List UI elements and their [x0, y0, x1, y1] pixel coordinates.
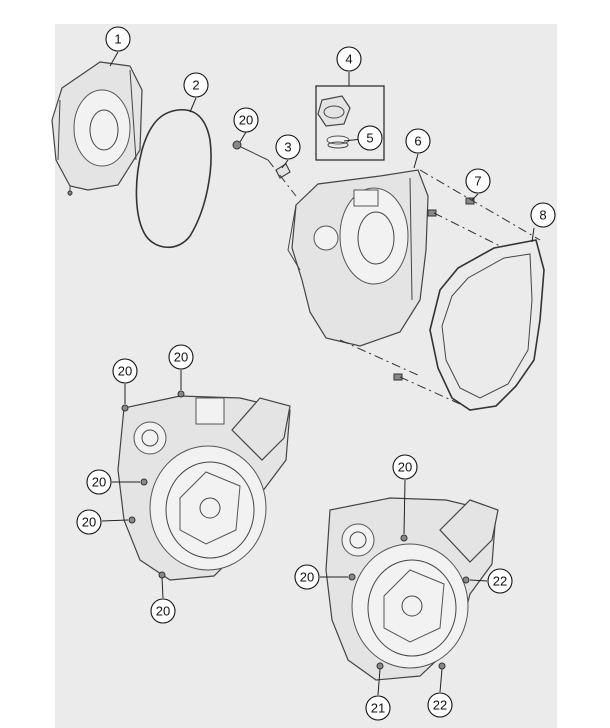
callout-22-right: 22 [487, 568, 513, 594]
svg-text:4: 4 [345, 52, 352, 67]
svg-text:22: 22 [493, 574, 507, 589]
callout-20-left-bottom: 20 [150, 598, 176, 624]
svg-text:20: 20 [82, 515, 96, 530]
callout-5: 5 [357, 125, 383, 151]
filler-plug-box [315, 85, 385, 161]
callout-4: 4 [336, 46, 362, 72]
svg-text:20: 20 [239, 113, 253, 128]
callout-20-left-top: 20 [112, 358, 138, 384]
bracket-part [275, 163, 291, 179]
callout-20-right-left: 20 [294, 564, 320, 590]
svg-text:20: 20 [118, 364, 132, 379]
svg-text:20: 20 [156, 604, 170, 619]
callout-20-left-top2: 20 [168, 344, 194, 370]
assembly-guide-lines [267, 159, 541, 405]
callout-20-right-top: 20 [392, 454, 418, 480]
callout-3: 3 [275, 134, 301, 160]
svg-text:20: 20 [398, 460, 412, 475]
callout-20-left-low: 20 [76, 509, 102, 535]
svg-text:21: 21 [371, 701, 385, 716]
callout-6: 6 [405, 128, 431, 154]
leader-lines [101, 51, 535, 696]
svg-text:22: 22 [433, 698, 447, 713]
svg-text:20: 20 [300, 570, 314, 585]
svg-text:1: 1 [114, 32, 121, 47]
callout-7: 7 [465, 168, 491, 194]
callout-20-left-mid: 20 [86, 469, 112, 495]
svg-text:20: 20 [174, 350, 188, 365]
callout-2: 2 [183, 72, 209, 98]
outer-gasket-part [135, 109, 212, 249]
dowel-pin-parts [393, 197, 475, 381]
outer-cover-part [51, 61, 143, 196]
svg-text:5: 5 [366, 131, 373, 146]
inner-cover-part [287, 169, 429, 347]
callout-1: 1 [105, 26, 131, 52]
svg-text:6: 6 [414, 134, 421, 149]
svg-text:8: 8 [539, 208, 546, 223]
callout-20-top: 20 [233, 107, 259, 133]
svg-text:2: 2 [192, 78, 199, 93]
callout-21: 21 [365, 695, 391, 721]
assembled-cover-left [117, 390, 291, 581]
callout-8: 8 [530, 202, 556, 228]
svg-text:7: 7 [474, 174, 481, 189]
inner-gasket-part [429, 239, 545, 411]
callout-22-bottom: 22 [427, 692, 453, 718]
svg-text:20: 20 [92, 475, 106, 490]
long-bolt-part [232, 140, 269, 161]
svg-text:3: 3 [284, 140, 291, 155]
assembled-cover-right [325, 497, 499, 681]
